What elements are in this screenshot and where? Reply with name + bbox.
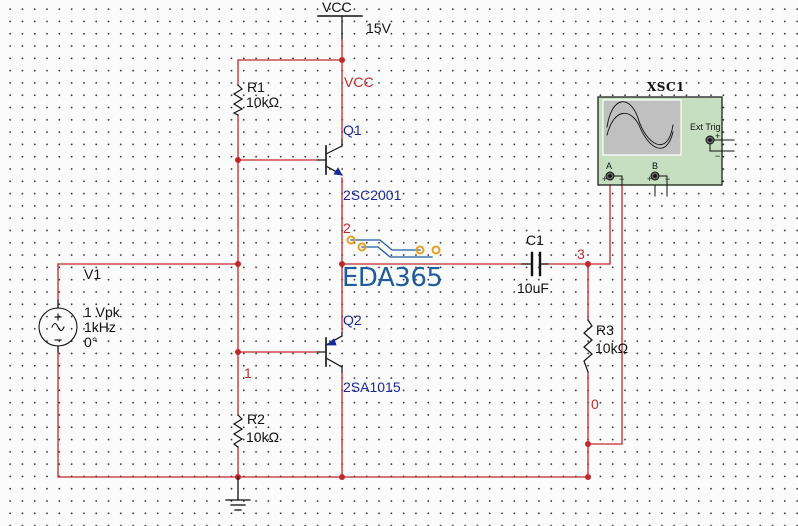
q2-name-label: Q2 bbox=[343, 312, 362, 328]
scope-ext-trig-label: Ext Trig bbox=[690, 122, 721, 132]
net-0-label: 0 bbox=[591, 396, 599, 412]
scope-b-minus-label: − bbox=[665, 174, 671, 184]
r3-resistor-symbol[interactable] bbox=[583, 319, 593, 373]
scope-b-plus-label: + bbox=[647, 174, 653, 184]
r1-value-label: 10kΩ bbox=[246, 94, 280, 110]
watermark-trace-icon bbox=[346, 235, 441, 258]
q2-part-label: 2SA1015 bbox=[343, 379, 401, 395]
c1-name-label: C1 bbox=[526, 232, 544, 248]
scope-a-plus-label: + bbox=[602, 174, 608, 184]
junction bbox=[585, 261, 591, 267]
scope-name-label: XSC1 bbox=[647, 80, 685, 94]
vcc-net-label: VCC bbox=[344, 74, 374, 90]
net-3-label: 3 bbox=[577, 246, 585, 262]
scope-ext-plus-label: + bbox=[715, 131, 721, 141]
scope-trace-1 bbox=[606, 101, 674, 146]
v1-amplitude-label: 1 Vpk bbox=[84, 304, 120, 320]
v1-name-label: V1 bbox=[84, 266, 102, 282]
vcc-voltage-label: 15V bbox=[366, 20, 391, 36]
scope-channel-a-label: A bbox=[606, 161, 613, 171]
r2-name-label: R2 bbox=[247, 411, 265, 427]
scope-ext-minus-label: − bbox=[715, 151, 721, 161]
junction bbox=[235, 261, 241, 267]
q1-transistor-symbol[interactable] bbox=[317, 139, 343, 176]
scope-a-minus-label: − bbox=[619, 174, 625, 184]
junction bbox=[585, 474, 591, 480]
junction bbox=[585, 441, 591, 447]
r2-value-label: 10kΩ bbox=[246, 429, 280, 445]
wire-v1-input bbox=[57, 263, 239, 309]
c1-value-label: 10uF bbox=[517, 280, 549, 296]
scope-trace-2 bbox=[606, 113, 674, 149]
scope-channel-b-label: B bbox=[652, 161, 659, 171]
r3-name-label: R3 bbox=[596, 322, 614, 338]
q2-transistor-symbol[interactable] bbox=[317, 332, 343, 373]
wire-v1-return bbox=[57, 345, 589, 478]
wire-scope-a-minus bbox=[587, 184, 623, 445]
wire-r1-top bbox=[237, 59, 343, 86]
v1-frequency-label: 1kHz bbox=[84, 319, 116, 335]
r1-resistor-symbol[interactable] bbox=[232, 84, 244, 116]
junction bbox=[339, 57, 345, 63]
net-1-label: 1 bbox=[244, 365, 252, 381]
ground-icon bbox=[225, 476, 251, 511]
junction bbox=[235, 349, 241, 355]
net-2-label: 2 bbox=[343, 220, 351, 236]
c1-capacitor-symbol[interactable] bbox=[521, 251, 549, 277]
oscilloscope-xsc1[interactable] bbox=[597, 96, 735, 197]
junction bbox=[339, 261, 345, 267]
vcc-supply-label: VCC bbox=[322, 0, 352, 15]
r2-resistor-symbol[interactable] bbox=[232, 414, 244, 448]
q1-name-label: Q1 bbox=[343, 122, 362, 138]
q1-part-label: 2SC2001 bbox=[343, 187, 402, 203]
junction bbox=[339, 474, 345, 480]
junction bbox=[235, 157, 241, 163]
wire-c1-right bbox=[542, 184, 611, 265]
wires bbox=[57, 39, 623, 478]
r1-name-label: R1 bbox=[247, 79, 265, 95]
r3-value-label: 10kΩ bbox=[595, 340, 629, 356]
watermark-logo: EDA365 bbox=[342, 263, 443, 293]
v1-phase-label: 0° bbox=[84, 334, 98, 350]
v1-ac-source-symbol[interactable] bbox=[38, 299, 78, 353]
